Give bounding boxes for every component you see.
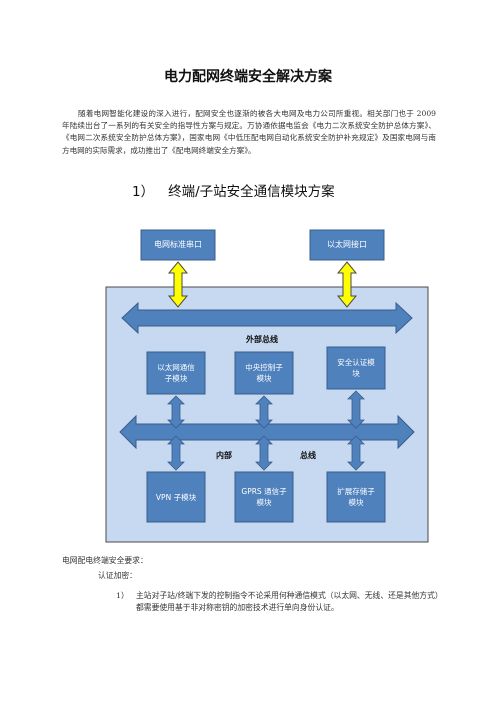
intro-paragraph: 随着电网智能化建设的深入进行，配网安全也逐渐的被各大电网及电力公司所重视。相关部… [62, 109, 436, 155]
section-heading: 1） 终端/子站安全通信模块方案 [132, 180, 335, 200]
connector-vpn-module [167, 435, 185, 471]
requirement-text: 主站对子站/终端下发的控制指令不论采用何种通信模式（以太网、无线、还是其他方式）… [136, 591, 443, 613]
requirements-subheading: 认证加密： [98, 571, 137, 580]
gprs-comm-module [234, 471, 294, 523]
internal-bus-arrow [119, 414, 415, 450]
ethernet-comm-module-label: 以太网通信子模块 [157, 362, 195, 383]
extended-storage-module-label: 扩展存储子模块 [337, 486, 375, 507]
security-auth-module-label: 安全认证模块 [337, 357, 375, 378]
serial-link-arrow [167, 261, 189, 308]
external-bus-label: 外部总线 [246, 334, 278, 344]
requirement-number: 1） [116, 591, 129, 600]
ethernet-link-arrow [336, 261, 358, 308]
central-control-module [234, 351, 294, 395]
page-title: 电力配网终端安全解决方案 [164, 69, 332, 85]
connector-ethernet-module [167, 395, 185, 429]
vpn-module [146, 471, 206, 523]
ethernet-comm-module [146, 351, 206, 395]
connector-central-module [255, 395, 273, 429]
connector-storage-module [347, 435, 365, 471]
section-title: 终端/子站安全通信模块方案 [168, 184, 335, 200]
requirements-heading: 电网配电终端安全要求： [62, 556, 148, 565]
vpn-module-label: VPN 子模块 [156, 492, 197, 502]
serial-port-label: 电网标准串口 [154, 239, 202, 249]
internal-bus-label-a: 内部 [216, 450, 232, 460]
ethernet-port-label: 以太网接口 [327, 239, 367, 249]
section-number: 1） [132, 184, 155, 200]
gprs-comm-module-label: GPRS 通信子模块 [241, 486, 287, 507]
connector-security-module [347, 390, 365, 429]
external-bus-arrow [121, 301, 413, 335]
serial-port-box [140, 229, 216, 261]
security-auth-module [326, 346, 386, 390]
ethernet-port-box [309, 229, 385, 261]
extended-storage-module [326, 471, 386, 523]
internal-bus-label-b: 总线 [300, 450, 316, 460]
connector-gprs-module [255, 435, 273, 471]
central-control-module-label: 中央控制子模块 [245, 362, 283, 383]
